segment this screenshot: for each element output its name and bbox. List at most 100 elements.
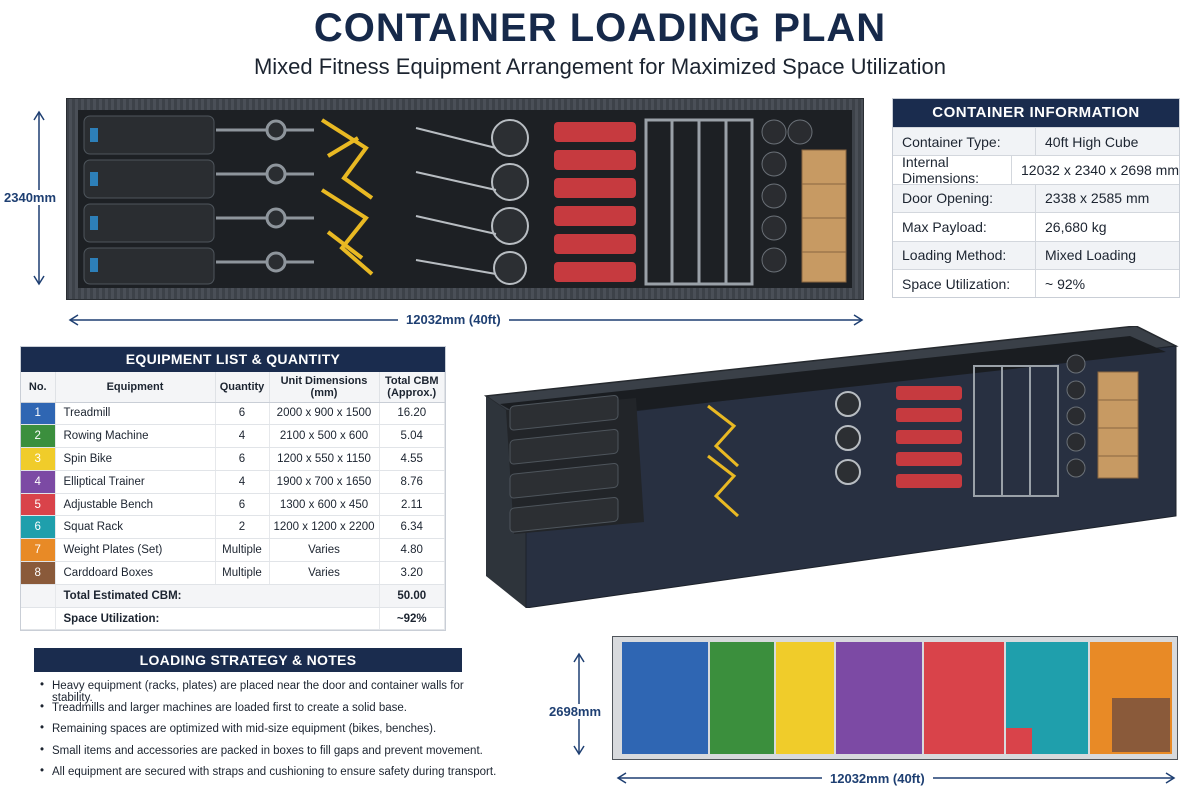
equipment-dimensions: 1200 x 1200 x 2200 <box>269 515 380 540</box>
container-info-key: Door Opening: <box>893 184 1036 213</box>
equipment-list-panel: EQUIPMENT LIST & QUANTITY No. Equipment … <box>20 346 446 632</box>
equipment-cbm: 4.80 <box>379 538 445 563</box>
equipment-dimensions: 1200 x 550 x 1150 <box>269 447 380 471</box>
container-info-key: Space Utilization: <box>893 269 1036 298</box>
note-item: Remaining spaces are optimized with mid-… <box>40 722 500 745</box>
equipment-dimensions: 1900 x 700 x 1650 <box>269 470 380 494</box>
container-info-row: Loading Method: Mixed Loading <box>893 240 1179 269</box>
equipment-dimensions: 1300 x 600 x 450 <box>269 493 380 517</box>
equipment-name: Rowing Machine <box>55 424 216 449</box>
container-info-key: Loading Method: <box>893 241 1036 269</box>
weight-plate-group <box>761 119 813 273</box>
equipment-number: 7 <box>21 538 56 563</box>
equipment-quantity: 2 <box>215 515 270 540</box>
container-top-view <box>66 98 864 300</box>
side-length-dimension-label: 12032mm (40ft) <box>822 771 933 786</box>
container-info-value: 40ft High Cube <box>1045 133 1139 150</box>
container-info-heading: CONTAINER INFORMATION <box>893 99 1179 127</box>
iso-treadmills <box>509 394 619 533</box>
total-cbm-value: 50.00 <box>379 584 445 608</box>
space-utilization-value: ~92% <box>379 607 445 631</box>
note-item: Treadmills and larger machines are loade… <box>40 701 500 724</box>
container-info-key: Internal Dimensions: <box>893 154 1012 186</box>
equipment-cbm: 3.20 <box>379 561 445 585</box>
container-info-value: ~ 92% <box>1045 275 1086 292</box>
container-info-key: Max Payload: <box>893 213 1036 241</box>
page-title: CONTAINER LOADING PLAN <box>313 6 887 50</box>
rowing-machine-group <box>216 119 314 273</box>
container-info-row: Door Opening: 2338 x 2585 mm <box>893 183 1179 213</box>
container-3d-view <box>483 326 1179 608</box>
col-header-equipment: Equipment <box>55 372 216 403</box>
col-header-no: No. <box>21 372 56 403</box>
height-dimension-label: 2698mm <box>549 704 602 719</box>
width-dimension-label: 2340mm <box>4 190 57 205</box>
total-cbm-row: Total Estimated CBM:50.00 <box>21 584 445 608</box>
space-utilization-label: Space Utilization: <box>55 607 380 631</box>
equipment-quantity: 6 <box>215 402 270 426</box>
iso-racks <box>973 365 1059 497</box>
container-info-row: Internal Dimensions:12032 x 2340 x 2698 … <box>893 154 1179 186</box>
iso-ellipticals <box>835 391 861 485</box>
equipment-number: 2 <box>21 424 56 449</box>
elliptical-group <box>415 119 529 285</box>
equipment-dimensions: Varies <box>269 538 380 563</box>
equipment-number: 4 <box>21 470 56 494</box>
equipment-name: Elliptical Trainer <box>55 470 216 494</box>
container-side-view <box>612 636 1178 760</box>
equipment-cbm: 16.20 <box>379 402 445 426</box>
note-item: Heavy equipment (racks, plates) are plac… <box>40 679 500 704</box>
equipment-dimensions: Varies <box>269 561 380 585</box>
equipment-name: Carddoard Boxes <box>55 561 216 585</box>
iso-benches <box>896 386 962 488</box>
space-utilization-row: Space Utilization:~92% <box>21 607 445 631</box>
length-dimension-label: 12032mm (40ft) <box>398 312 509 327</box>
container-info-value: 2338 x 2585 mm <box>1045 190 1150 207</box>
iso-boxes <box>1097 371 1139 479</box>
adjustable-bench-group <box>554 122 636 282</box>
page-subtitle: Mixed Fitness Equipment Arrangement for … <box>253 54 947 79</box>
cardboard-box-group <box>801 149 847 283</box>
total-cbm-label: Total Estimated CBM: <box>55 584 380 608</box>
notes-heading: LOADING STRATEGY & NOTES <box>34 648 462 672</box>
container-info-value: Mixed Loading <box>1045 247 1137 264</box>
equipment-number: 6 <box>21 515 56 540</box>
equipment-quantity: 4 <box>215 424 270 449</box>
iso-spin-bikes <box>707 404 740 518</box>
spin-bike-group <box>320 118 374 276</box>
col-header-cbm: Total CBM (Approx.) <box>379 372 445 403</box>
col-header-quantity: Quantity <box>215 372 270 403</box>
notes-list: Heavy equipment (racks, plates) are plac… <box>40 679 500 788</box>
equipment-cbm: 2.11 <box>379 493 445 517</box>
equipment-number: 1 <box>21 402 56 426</box>
equipment-list-heading: EQUIPMENT LIST & QUANTITY <box>21 347 445 372</box>
equipment-quantity: 6 <box>215 447 270 471</box>
squat-rack-group <box>644 118 754 286</box>
container-info-row: Space Utilization: ~ 92% <box>893 268 1179 298</box>
equipment-quantity: Multiple <box>215 538 270 563</box>
equipment-dimensions: 2000 x 900 x 1500 <box>269 402 380 426</box>
equipment-name: Spin Bike <box>55 447 216 471</box>
container-info-row: Container Type: 40ft High Cube <box>893 127 1179 156</box>
container-info-row: Max Payload: 26,680 kg <box>893 212 1179 241</box>
container-info-panel: CONTAINER INFORMATION Container Type: 40f… <box>892 98 1180 299</box>
equipment-cbm: 8.76 <box>379 470 445 494</box>
equipment-table: No. Equipment Quantity Unit Dimensions (… <box>21 372 445 631</box>
equipment-dimensions: 2100 x 500 x 600 <box>269 424 380 449</box>
equipment-number: 8 <box>21 561 56 585</box>
note-item: Small items and accessories are packed i… <box>40 744 500 767</box>
iso-weight-plates <box>1066 354 1086 478</box>
container-info-key: Container Type: <box>893 128 1036 156</box>
equipment-cbm: 6.34 <box>379 515 445 540</box>
container-info-value: 26,680 kg <box>1045 218 1107 235</box>
treadmill-group <box>83 115 215 285</box>
equipment-name: Squat Rack <box>55 515 216 540</box>
